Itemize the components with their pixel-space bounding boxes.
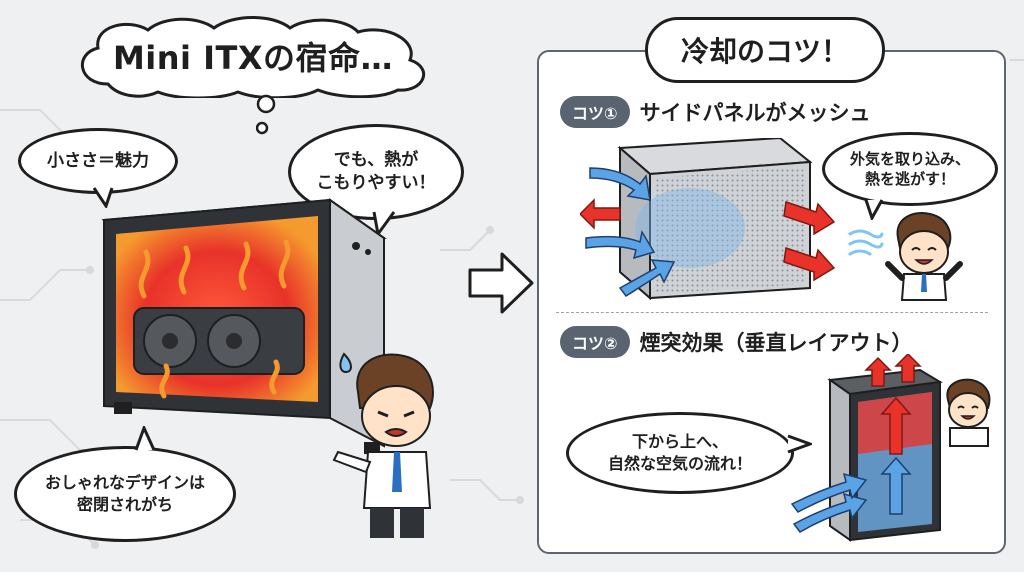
wind-icon xyxy=(848,229,884,256)
bubble-tail xyxy=(92,187,114,208)
tip1-label: サイドパネルがメッシュ xyxy=(639,101,871,125)
thought-dots xyxy=(256,94,276,135)
worried-character xyxy=(332,352,434,538)
hot-air-arrow-icon xyxy=(864,354,922,455)
bubble-small-charm: 小ささ＝魅力 xyxy=(18,128,178,194)
airflow-arrow-icon xyxy=(790,456,912,533)
bubble-design-sealed: おしゃれなデザインは 密閉されがち xyxy=(14,446,236,542)
panel-title: 冷却のコツ！ xyxy=(645,17,885,83)
tip1-bubble: 外気を取り込み、 熱を逃がす！ xyxy=(822,132,998,206)
tip2-badge: コツ② xyxy=(560,326,630,358)
tip1-badge: コツ① xyxy=(560,96,630,128)
bubble-tail xyxy=(134,426,156,451)
sweat-drop-icon xyxy=(339,352,352,374)
peeking-character xyxy=(946,378,991,447)
happy-character xyxy=(885,212,963,301)
mesh-case-illustration xyxy=(580,138,836,301)
vertical-case-illustration xyxy=(790,354,943,542)
tip1-header: コツ① サイドパネルがメッシュ xyxy=(560,96,871,128)
bubble-tail xyxy=(864,199,884,220)
hot-air-arrow-icon xyxy=(580,198,836,282)
right-arrow-icon xyxy=(468,252,534,314)
airflow-arrow-icon xyxy=(585,167,676,298)
tip-divider xyxy=(556,312,988,313)
page-title: Mini ITXの宿命… xyxy=(112,39,394,77)
flame-icon xyxy=(138,239,291,399)
bubble-tail xyxy=(787,434,812,454)
tip2-bubble: 下から上へ、 自然な空気の流れ！ xyxy=(566,412,794,494)
title-cloud xyxy=(81,16,425,98)
tip2-label: 煙突効果（垂直レイアウト） xyxy=(639,331,913,355)
tip2-header: コツ② 煙突効果（垂直レイアウト） xyxy=(560,326,913,358)
mini-itx-case-hot xyxy=(101,198,387,454)
